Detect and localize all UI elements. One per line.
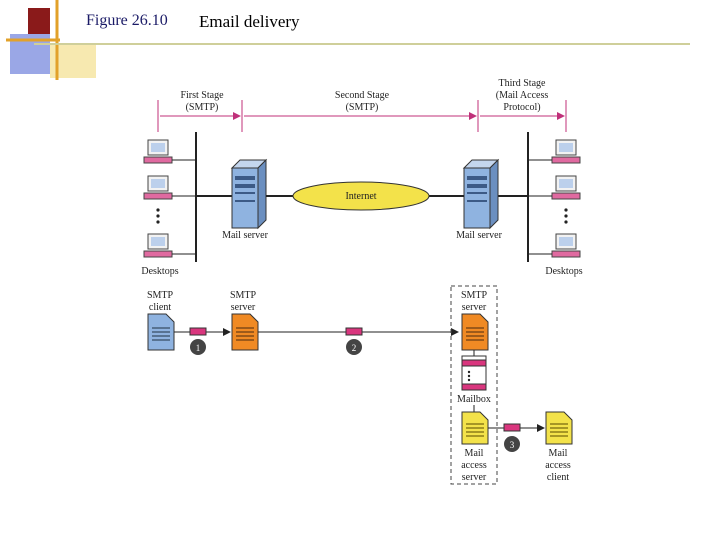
- figure-title: Email delivery: [199, 12, 300, 31]
- right-ellipsis: [564, 208, 568, 224]
- mail-access-server-icon: [461, 411, 489, 445]
- left-desktop-3: [143, 233, 196, 258]
- left-desktop-1: [143, 139, 196, 164]
- smtp-server-right-label-2: server: [462, 302, 487, 313]
- stage-third-line1: Third Stage: [499, 78, 546, 89]
- left-mail-server-label: Mail server: [222, 230, 268, 241]
- stage-third: Third Stage (Mail Access Protocol): [496, 78, 549, 113]
- message-packet-2: [345, 327, 363, 336]
- mailbox-icon: [461, 355, 487, 391]
- right-desktop-1: [528, 139, 581, 164]
- stage-arrows: [157, 100, 567, 132]
- right-mail-server-icon: [462, 158, 500, 230]
- right-desktop-2: [528, 175, 581, 200]
- mail-access-server-label-2: access: [461, 460, 487, 471]
- stage-third-line2: (Mail Access: [496, 90, 549, 101]
- step-badge-3: [504, 436, 520, 452]
- mail-access-client-label-3: client: [547, 472, 569, 483]
- smtp-server-left-label-2: server: [231, 302, 256, 313]
- mail-access-client-label-1: Mail: [549, 448, 568, 459]
- left-desktop-2: [143, 175, 196, 200]
- stage-second-line1: Second Stage: [335, 90, 390, 101]
- smtp-server-left-label-1: SMTP: [230, 290, 257, 301]
- stage-second: Second Stage (SMTP): [335, 90, 390, 113]
- left-desktops-label: Desktops: [141, 266, 178, 277]
- smtp-server-right-icon: [461, 313, 489, 351]
- server-side-box: [450, 285, 498, 485]
- stage-first: First Stage (SMTP): [180, 90, 224, 113]
- smtp-server-right-label-1: SMTP: [461, 290, 488, 301]
- right-desktops-label: Desktops: [545, 266, 582, 277]
- stage-first-line1: First Stage: [180, 90, 224, 101]
- step-number-2: 2: [352, 343, 357, 353]
- stage-third-line3: Protocol): [503, 102, 540, 113]
- figure-number: Figure 26.10: [86, 12, 168, 29]
- stage-second-line2: (SMTP): [346, 102, 379, 113]
- header-decoration: [6, 0, 690, 80]
- slide-header: Figure 26.10 Email delivery: [0, 0, 720, 80]
- step-badge-2: [346, 339, 362, 355]
- right-desktop-3: [528, 233, 581, 258]
- smtp-client-label-2: client: [149, 302, 171, 313]
- step-number-3: 3: [510, 440, 515, 450]
- mail-access-server-label-1: Mail: [465, 448, 484, 459]
- mail-access-server-label-3: server: [462, 472, 487, 483]
- corner-dark-square: [28, 8, 50, 38]
- message-packet-3: [503, 423, 521, 432]
- internet-cloud: [292, 181, 430, 211]
- step-badge-1: [190, 339, 206, 355]
- stage-first-line2: (SMTP): [186, 102, 219, 113]
- message-packet-1: [189, 327, 207, 336]
- right-mail-server-label: Mail server: [456, 230, 502, 241]
- left-mail-server-icon: [230, 158, 268, 230]
- smtp-client-icon: [147, 313, 175, 351]
- smtp-client-label-1: SMTP: [147, 290, 174, 301]
- mailbox-label: Mailbox: [457, 394, 491, 405]
- step-number-1: 1: [196, 343, 201, 353]
- mail-access-client-icon: [545, 411, 573, 445]
- internet-label: Internet: [345, 191, 376, 202]
- smtp-server-left-icon: [231, 313, 259, 351]
- left-ellipsis: [156, 208, 160, 224]
- mail-access-client-label-2: access: [545, 460, 571, 471]
